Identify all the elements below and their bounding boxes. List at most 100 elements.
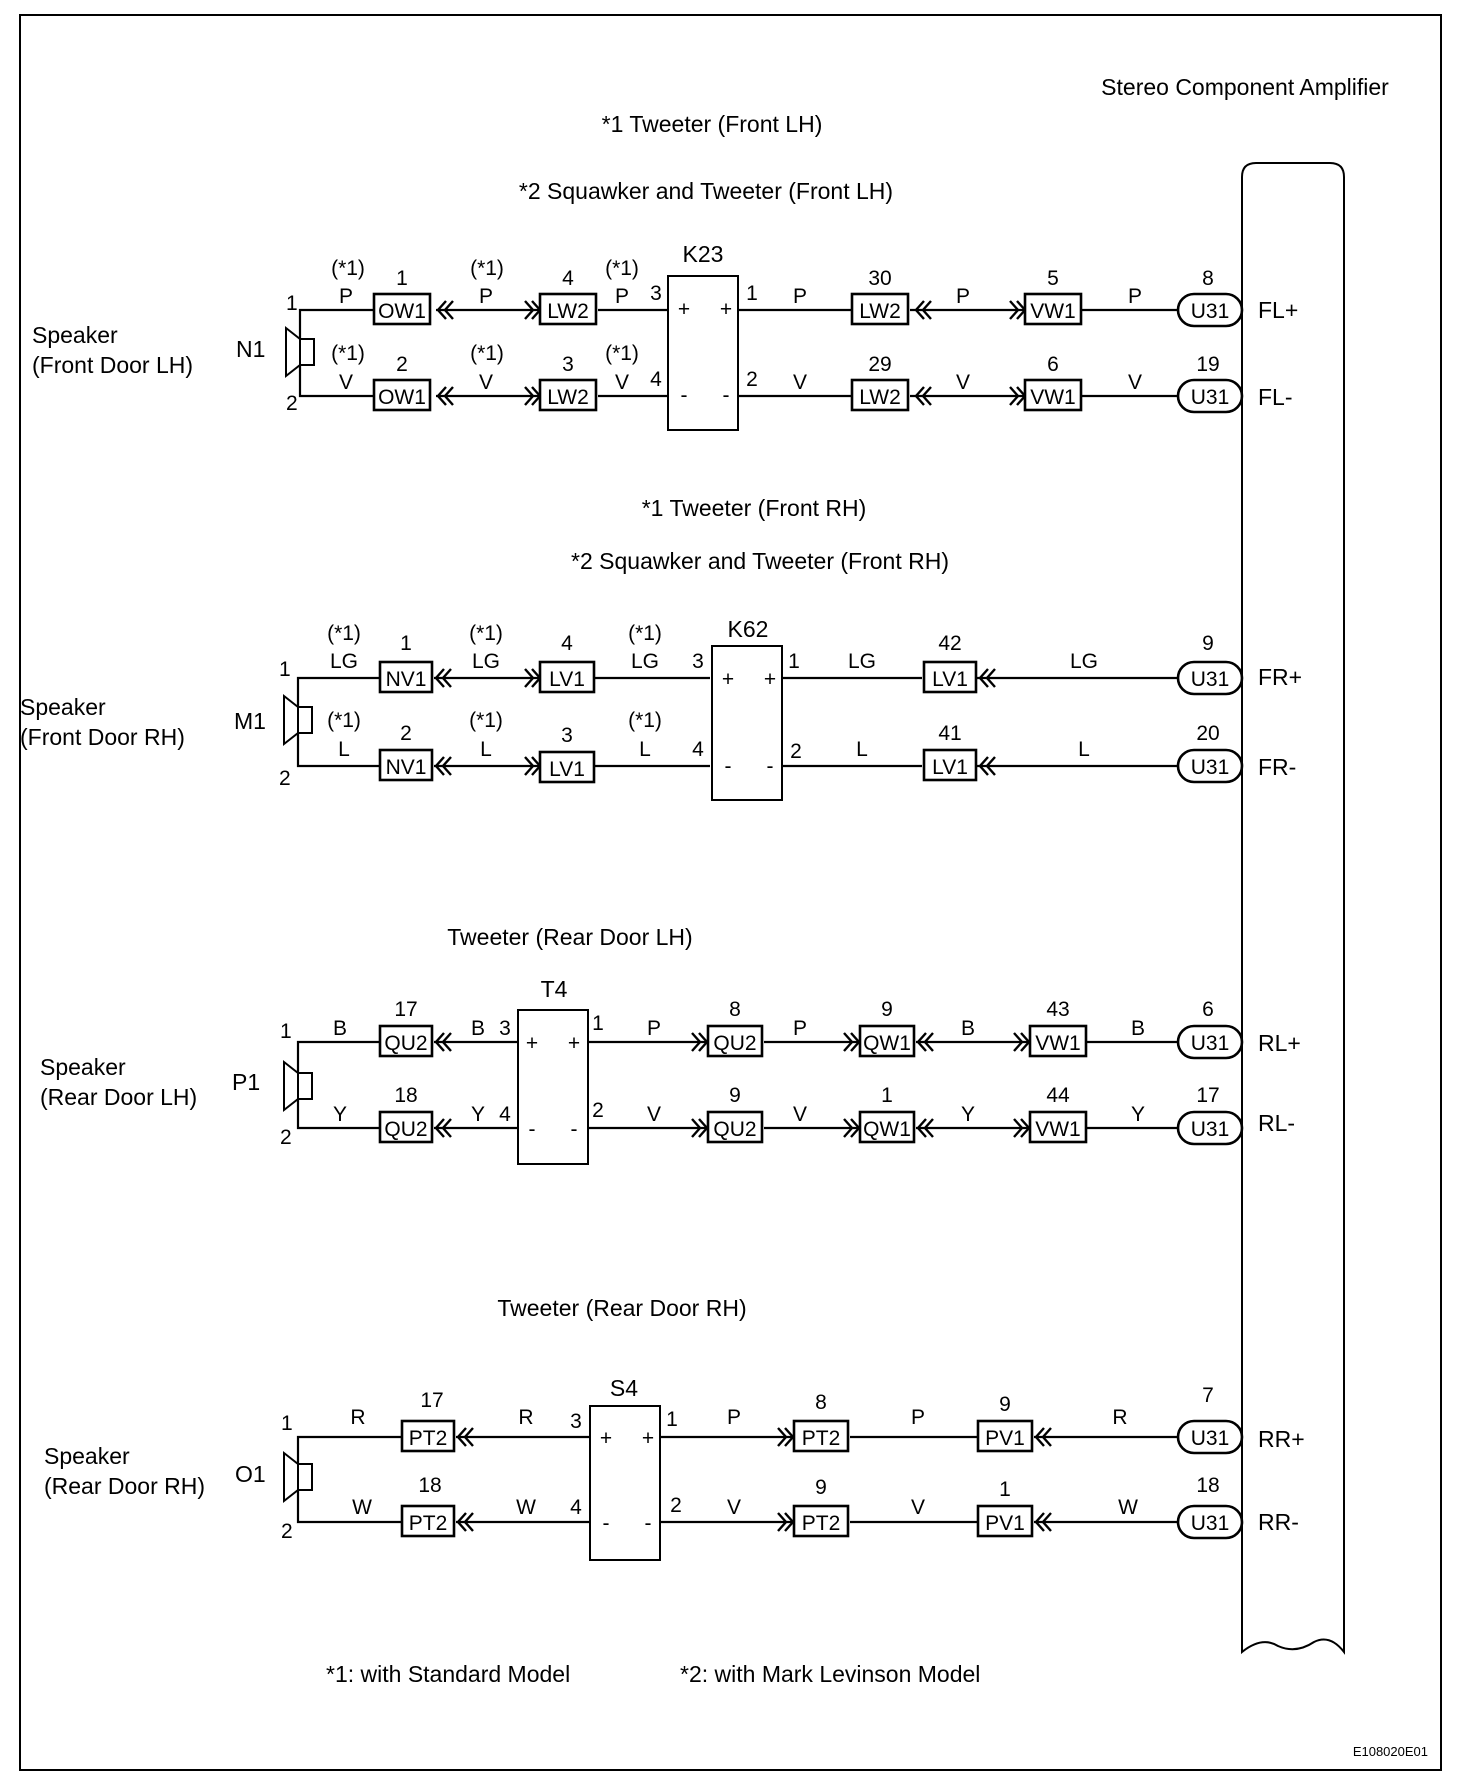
connector-chevron-icon xyxy=(914,386,932,406)
connector-code: QU2 xyxy=(713,1118,756,1141)
connector-box xyxy=(922,748,978,782)
connector-box xyxy=(378,660,434,694)
connector-code: PV1 xyxy=(985,1512,1025,1535)
speaker-icon xyxy=(285,325,315,379)
wire-color: L xyxy=(338,738,350,761)
wire-color: V xyxy=(727,1496,741,1519)
wire-color: B xyxy=(1131,1017,1145,1040)
caption-levinson: *2 Squawker and Tweeter (Front LH) xyxy=(519,178,893,204)
amp-terminal-box xyxy=(1176,1504,1244,1540)
note-marker: (*1) xyxy=(331,342,365,365)
amplifier-body xyxy=(1241,162,1345,1655)
connector-box xyxy=(850,378,910,412)
junction-code: K62 xyxy=(728,616,769,642)
wire-color: Y xyxy=(333,1103,347,1126)
connector-chevron-icon xyxy=(978,668,996,688)
connector-pin: 9 xyxy=(729,1084,741,1107)
connector-pin: 42 xyxy=(938,632,961,655)
wire-color: P xyxy=(956,285,970,308)
connector-code: QW1 xyxy=(863,1118,911,1141)
connector-code: OW1 xyxy=(378,386,426,409)
connector-chevron-icon xyxy=(434,668,452,688)
connector-pin: 9 xyxy=(815,1476,827,1499)
junction-sign: - xyxy=(603,1512,610,1535)
connector-code: NV1 xyxy=(386,756,427,779)
wire-color: R xyxy=(1112,1406,1127,1429)
connector-box xyxy=(378,1110,434,1144)
amp-terminal-code: U31 xyxy=(1191,756,1230,779)
connector-box xyxy=(792,1504,850,1538)
connector-box xyxy=(1028,1024,1088,1058)
connector-box xyxy=(976,1504,1034,1538)
connector-box xyxy=(858,1024,916,1058)
connector-chevron-icon xyxy=(1034,1427,1052,1447)
junction-pin: 2 xyxy=(592,1099,604,1122)
speaker-lead-upper xyxy=(296,1435,402,1464)
connector-chevron-icon xyxy=(436,386,454,406)
wire-color: L xyxy=(639,738,651,761)
section-front-left: *1 Tweeter (Front LH) *2 Squawker and Tw… xyxy=(32,111,1298,431)
amp-terminal-name: FL+ xyxy=(1258,297,1298,323)
connector-box xyxy=(538,660,596,694)
connector-code: PT2 xyxy=(409,1512,448,1535)
amp-terminal-code: U31 xyxy=(1191,668,1230,691)
speaker-lead-upper xyxy=(296,1040,380,1073)
connector-code: QW1 xyxy=(863,1032,911,1055)
amp-terminal-box xyxy=(1176,748,1244,784)
connector-code: LW2 xyxy=(859,300,901,323)
connector-code: PT2 xyxy=(802,1427,841,1450)
junction-code: K23 xyxy=(683,241,724,267)
connector-code: QU2 xyxy=(384,1118,427,1141)
connector-pin: 18 xyxy=(394,1084,417,1107)
junction-sign: + xyxy=(678,298,690,321)
wire-color: Y xyxy=(961,1103,975,1126)
wire-color: W xyxy=(516,1496,536,1519)
connector-box xyxy=(1028,1110,1088,1144)
junction-connector xyxy=(589,1405,661,1561)
wire-color: LG xyxy=(330,650,358,673)
amp-terminal-pin: 19 xyxy=(1196,353,1219,376)
wire-color: P xyxy=(1128,285,1142,308)
connector-code: LW2 xyxy=(859,386,901,409)
amp-terminal-box xyxy=(1176,292,1244,328)
diagram-frame xyxy=(19,14,1442,1771)
amp-terminal-name: RR+ xyxy=(1258,1426,1305,1452)
connector-pin: 3 xyxy=(561,724,573,747)
connector-chevron-icon xyxy=(434,756,452,776)
junction-sign: + xyxy=(600,1427,612,1450)
speaker-code: N1 xyxy=(236,336,265,362)
speaker-pin-2: 2 xyxy=(279,767,291,790)
wire-color: V xyxy=(956,371,970,394)
junction-pin: 3 xyxy=(692,650,704,673)
connector-box xyxy=(792,1419,850,1453)
connector-code: QU2 xyxy=(713,1032,756,1055)
speaker-code: P1 xyxy=(232,1069,260,1095)
junction-pin: 3 xyxy=(650,282,662,305)
amp-terminal-pin: 8 xyxy=(1202,267,1214,290)
note-marker: (*1) xyxy=(327,622,361,645)
speaker-icon xyxy=(283,693,313,747)
connector-pin: 3 xyxy=(562,353,574,376)
wire-color: LG xyxy=(631,650,659,673)
connector-pin: 5 xyxy=(1047,267,1059,290)
junction-sign: - xyxy=(529,1118,536,1141)
connector-chevron-icon xyxy=(434,1032,452,1052)
junction-sign: - xyxy=(723,384,730,407)
speaker-pin-2: 2 xyxy=(286,392,298,415)
speaker-lead-upper xyxy=(296,676,380,707)
speaker-pin-1: 1 xyxy=(281,1412,293,1435)
speaker-label-line1: Speaker xyxy=(40,1054,126,1080)
junction-pin: 2 xyxy=(670,1494,682,1517)
junction-code: T4 xyxy=(541,976,568,1002)
speaker-pin-2: 2 xyxy=(281,1520,293,1543)
connector-code: NV1 xyxy=(386,668,427,691)
junction-pin: 1 xyxy=(592,1012,604,1035)
connector-pin: 1 xyxy=(400,632,412,655)
connector-code: QU2 xyxy=(384,1032,427,1055)
junction-sign: + xyxy=(720,298,732,321)
caption-standard: *1 Tweeter (Front LH) xyxy=(602,111,823,137)
connector-box xyxy=(538,378,598,412)
connector-box xyxy=(706,1024,764,1058)
caption-standard: *1 Tweeter (Front RH) xyxy=(642,495,867,521)
